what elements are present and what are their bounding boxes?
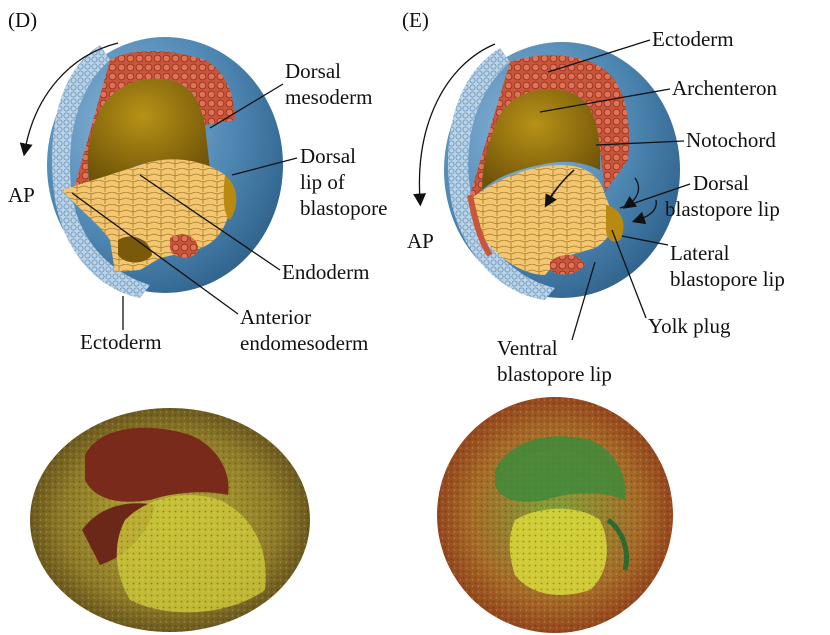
- label-ectoderm-d: Ectoderm: [80, 330, 162, 354]
- label-dorsal-blastopore-lip-line2: blastopore lip: [665, 197, 780, 221]
- label-lateral-blastopore-lip-line1: Lateral: [670, 241, 730, 265]
- label-anterior-endomesoderm-line1: Anterior: [240, 305, 311, 329]
- label-dorsal-lip-line2: lip of: [300, 170, 345, 194]
- panel-e-micrograph: [437, 397, 673, 633]
- label-ventral-blastopore-lip-line1: Ventral: [497, 336, 558, 360]
- label-dorsal-lip-line3: blastopore: [300, 196, 387, 220]
- panel-e-embryo: [444, 42, 680, 300]
- label-dorsal-mesoderm-line1: Dorsal: [285, 59, 341, 83]
- label-dorsal-blastopore-lip-line1: Dorsal: [693, 171, 749, 195]
- label-archenteron: Archenteron: [672, 76, 777, 100]
- label-dorsal-mesoderm-line2: mesoderm: [285, 85, 372, 109]
- label-anterior-endomesoderm: Anterior endomesoderm: [240, 305, 368, 355]
- panel-e-letter: (E): [402, 8, 429, 32]
- label-dorsal-blastopore-lip: Dorsal blastopore lip: [665, 171, 780, 221]
- label-yolk-plug: Yolk plug: [648, 314, 731, 338]
- label-lateral-blastopore-lip-line2: blastopore lip: [670, 267, 785, 291]
- panel-d-embryo: [47, 37, 283, 298]
- label-dorsal-lip-line1: Dorsal: [300, 144, 356, 168]
- label-endoderm: Endoderm: [282, 260, 369, 284]
- label-dorsal-mesoderm: Dorsal mesoderm: [285, 59, 372, 109]
- label-ventral-blastopore-lip: Ventral blastopore lip: [497, 336, 612, 386]
- panel-d-letter: (D): [8, 8, 37, 32]
- panel-e-ap-label: AP: [407, 229, 434, 253]
- panel-d-ap-label: AP: [8, 183, 35, 207]
- label-ventral-blastopore-lip-line2: blastopore lip: [497, 362, 612, 386]
- panel-d-micrograph: [30, 408, 310, 632]
- label-ectoderm-e: Ectoderm: [652, 27, 734, 51]
- label-anterior-endomesoderm-line2: endomesoderm: [240, 331, 368, 355]
- label-dorsal-lip: Dorsal lip of blastopore: [300, 144, 387, 220]
- label-lateral-blastopore-lip: Lateral blastopore lip: [670, 241, 785, 291]
- label-notochord: Notochord: [686, 128, 776, 152]
